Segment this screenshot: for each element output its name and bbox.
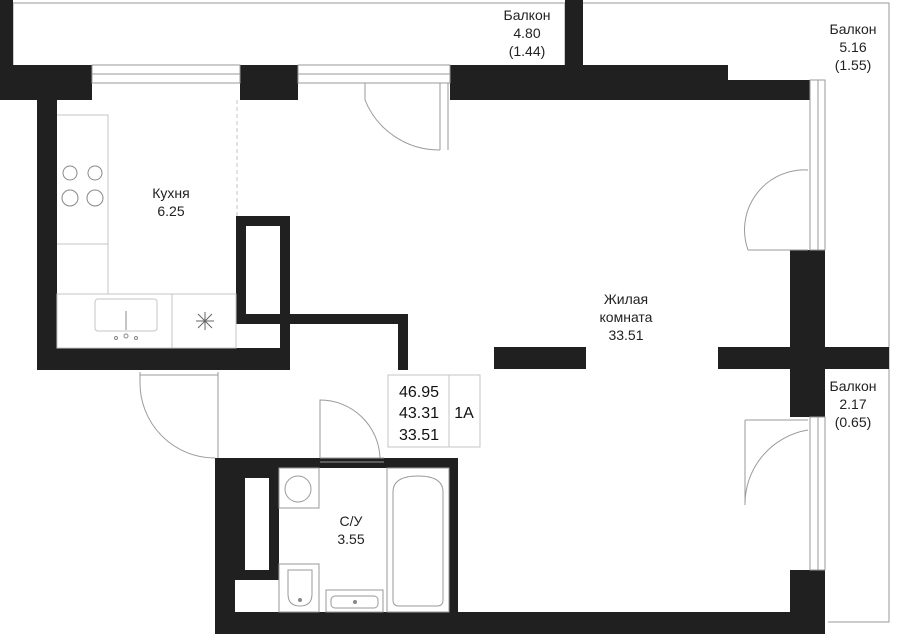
bath-fixtures — [278, 467, 450, 613]
kitchen-name: Кухня — [152, 185, 189, 201]
balcony-top-name: Балкон — [504, 7, 551, 23]
living-room-area: 33.51 — [608, 327, 643, 343]
balcony-small-extra: (0.65) — [835, 414, 872, 430]
apartment-type: 1А — [454, 405, 474, 422]
small-dots — [298, 598, 357, 604]
total-area: 46.95 — [399, 384, 439, 401]
living-area: 33.51 — [399, 427, 439, 444]
balcony-right-extra: (1.55) — [835, 57, 872, 73]
summary-box — [387, 374, 481, 448]
vent-asterisk-icon — [196, 312, 214, 330]
balcony-top-extra: (1.44) — [509, 43, 546, 59]
doors — [139, 83, 809, 506]
kitchen-furniture — [56, 100, 238, 349]
balcony-right-name: Балкон — [830, 21, 877, 37]
bathroom-area: 3.55 — [337, 531, 364, 547]
balcony-top-area: 4.80 — [513, 25, 540, 41]
living-room-name-line2: комната — [600, 309, 653, 325]
living-room-name-line1: Жилая — [604, 291, 648, 307]
balcony-right-area: 5.16 — [839, 39, 866, 55]
windows — [91, 64, 826, 571]
balcony-small-area: 2.17 — [839, 396, 866, 412]
balcony-small-name: Балкон — [830, 378, 877, 394]
kitchen-area: 6.25 — [157, 203, 184, 219]
sink-fixture — [114, 311, 138, 340]
stove-burners — [61, 165, 104, 207]
bathroom-name: С/У — [340, 513, 363, 529]
living-total-area: 43.31 — [399, 405, 439, 422]
